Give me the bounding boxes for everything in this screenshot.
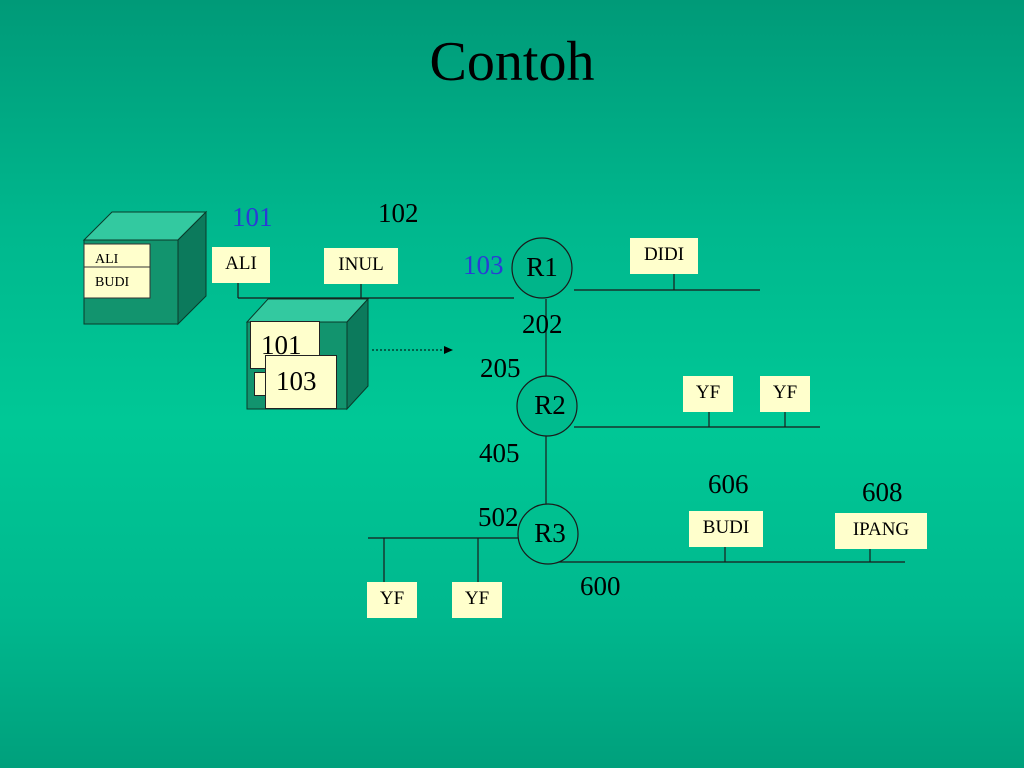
host-yf-502-b: YF [452, 582, 502, 618]
router-r1-label: R1 [526, 252, 558, 282]
cache-card-103: 103 [265, 355, 337, 409]
server-entry-budi: BUDI [95, 275, 130, 290]
network-101-bus [237, 282, 514, 299]
host-budi: BUDI [689, 511, 763, 547]
host-yf-502-a: YF [367, 582, 417, 618]
host-inul: INUL [324, 248, 398, 284]
host-didi: DIDI [630, 238, 698, 274]
host-yf-205-a: YF [683, 376, 733, 412]
network-103-bus [574, 274, 760, 291]
network-number-102: 102 [378, 198, 419, 228]
network-number-205: 205 [480, 353, 521, 383]
network-number-502: 502 [478, 502, 519, 532]
network-number-606: 606 [708, 469, 749, 499]
router-r2-label: R2 [534, 390, 566, 420]
network-205-bus [574, 412, 820, 428]
network-number-600: 600 [580, 571, 621, 601]
network-number-202: 202 [522, 309, 563, 339]
dotted-arrow [372, 346, 453, 354]
router-r3 [517, 503, 579, 565]
name-server-cube [82, 210, 208, 326]
host-ali: ALI [212, 247, 270, 283]
server-entry-ali: ALI [95, 252, 119, 267]
slide-title: Contoh [429, 31, 595, 93]
router-r2 [516, 375, 578, 437]
host-ipang: IPANG [835, 513, 927, 549]
network-502-bus [368, 537, 518, 582]
router-r3-label: R3 [534, 518, 566, 548]
host-yf-205-b: YF [760, 376, 810, 412]
network-600-bus [556, 546, 905, 563]
network-number-405: 405 [479, 438, 520, 468]
network-number-101: 101 [232, 202, 273, 232]
router-r1 [511, 237, 573, 299]
network-number-103: 103 [463, 250, 504, 280]
network-number-608: 608 [862, 477, 903, 507]
